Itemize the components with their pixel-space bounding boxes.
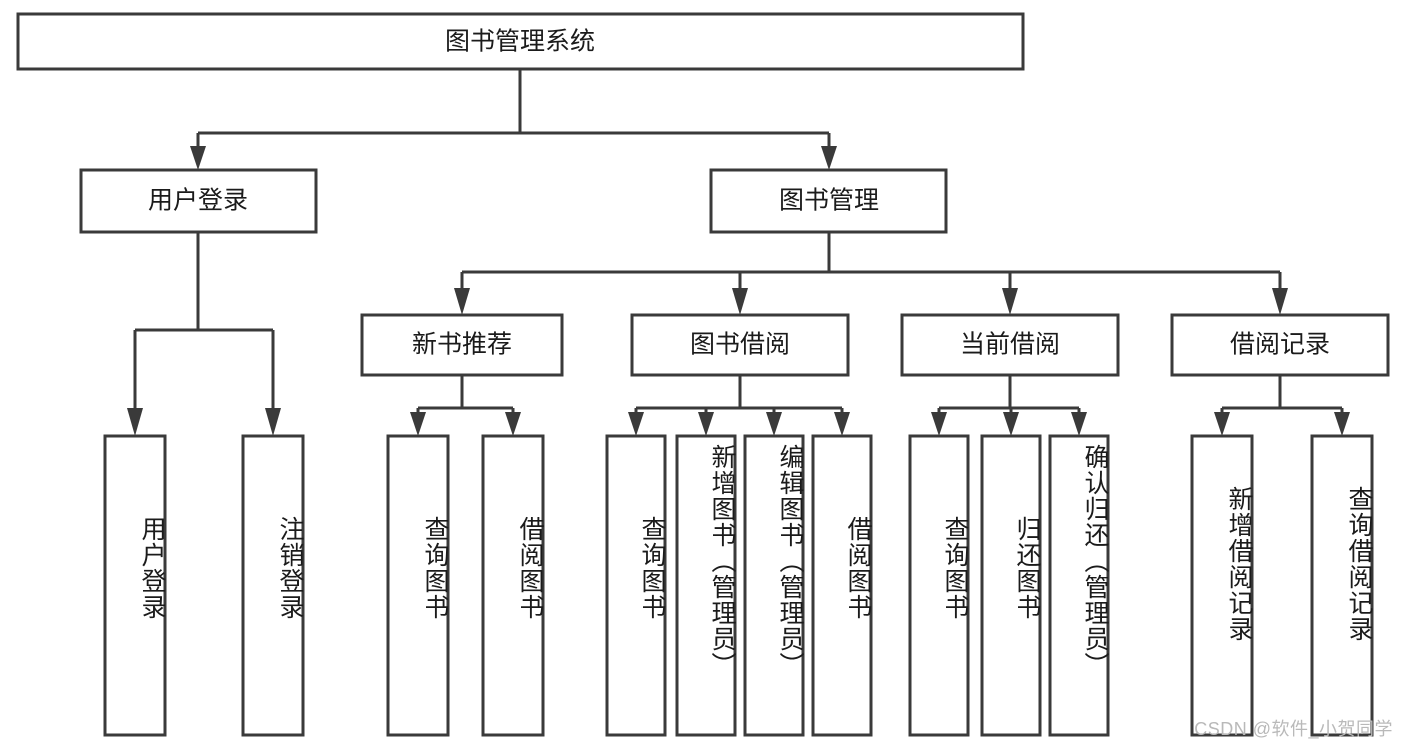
node-root-box[interactable] [16,12,1025,71]
node-current-borrow[interactable]: 当前借阅 [900,313,1120,377]
node-user-login-label: 用户登录 [148,187,248,215]
node-leaf-10-box[interactable] [980,434,1042,737]
node-new-book-rec[interactable]: 新书推荐 [360,313,564,377]
node-book-borrow-box[interactable] [630,313,850,377]
node-leaf-6-box[interactable] [675,434,737,737]
connector-group-book-borrow [628,375,850,436]
node-borrow-record[interactable]: 借阅记录 [1170,313,1390,377]
connector-group-new-book-rec [410,375,521,436]
node-leaf-3-box[interactable] [386,434,450,737]
arrow-head-leaf13 [1334,412,1350,436]
node-leaf-9-box[interactable] [908,434,970,737]
connector-group-current-borrow [931,375,1087,436]
arrow-head-book-borrow [732,288,748,315]
node-leaf-5-box[interactable] [605,434,667,737]
node-user-login-box[interactable] [79,168,318,234]
node-new-book-rec-box[interactable] [360,313,564,377]
connector-group-book-manage [454,232,1288,315]
leaf-boxes [103,434,1374,737]
node-book-manage-box[interactable] [709,168,948,234]
node-current-borrow-label: 当前借阅 [960,331,1060,359]
arrow-head-new-book-rec [454,288,470,315]
arrow-head-borrow-record [1272,288,1288,315]
connector-group-borrow-record [1214,375,1350,436]
node-leaf-1-box[interactable] [103,434,167,737]
arrow-head-leaf12 [1214,412,1230,436]
arrow-head-leaf4 [505,412,521,436]
arrow-head-leaf7 [766,412,782,436]
node-root-label: 图书管理系统 [445,28,595,56]
node-root[interactable]: 图书管理系统 [16,12,1025,71]
node-book-manage[interactable]: 图书管理 [709,168,948,234]
arrow-head-leaf11 [1071,412,1087,436]
arrow-head-leaf9 [931,412,947,436]
node-user-login[interactable]: 用户登录 [79,168,318,234]
node-new-book-rec-label: 新书推荐 [412,331,512,359]
connector-group-user-login [127,232,281,436]
arrow-head-user-login [190,146,206,170]
node-book-manage-label: 图书管理 [779,187,879,215]
arrow-head-leaf1 [127,408,143,436]
node-leaf-7-box[interactable] [743,434,805,737]
arrow-head-current-borrow [1002,288,1018,315]
arrow-head-leaf6 [698,412,714,436]
node-borrow-record-label: 借阅记录 [1230,331,1330,359]
node-current-borrow-box[interactable] [900,313,1120,377]
arrow-head-leaf5 [628,412,644,436]
node-leaf-8-box[interactable] [811,434,873,737]
arrow-head-book-manage [821,146,837,170]
node-book-borrow[interactable]: 图书借阅 [630,313,850,377]
node-leaf-12-box[interactable] [1190,434,1254,737]
node-leaf-2-box[interactable] [241,434,305,737]
node-leaf-4-box[interactable] [481,434,545,737]
node-leaf-11-box[interactable] [1048,434,1110,737]
node-borrow-record-box[interactable] [1170,313,1390,377]
csdn-watermark: CSDN @软件_小贺同学 [1194,719,1393,739]
arrow-head-leaf3 [410,412,426,436]
arrow-head-leaf2 [265,408,281,436]
node-leaf-13-box[interactable] [1310,434,1374,737]
node-book-borrow-label: 图书借阅 [690,331,790,359]
arrow-head-leaf8 [834,412,850,436]
connector-group-root [190,69,837,170]
arrow-head-leaf10 [1003,412,1019,436]
